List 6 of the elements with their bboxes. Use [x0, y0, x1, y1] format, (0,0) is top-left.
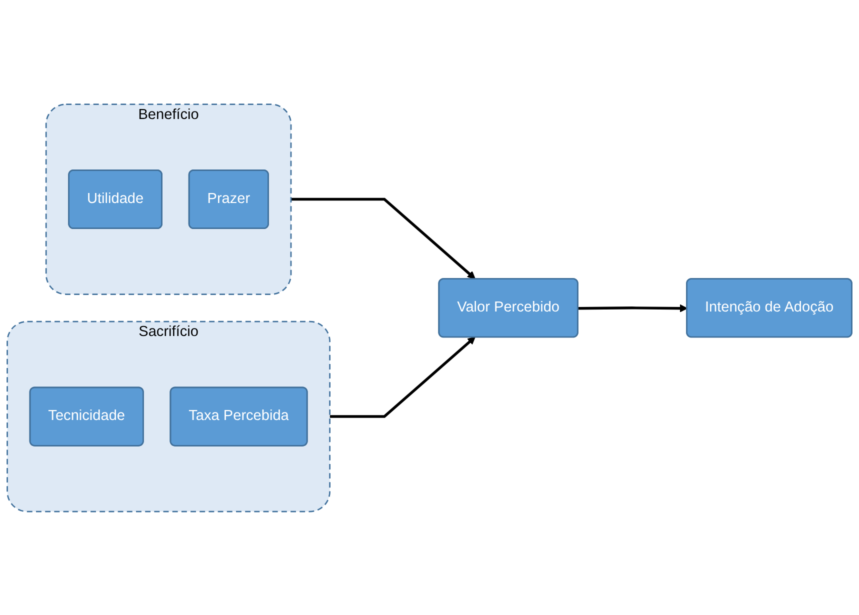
process-box: Taxa Percebida — [170, 386, 308, 446]
process-box: Utilidade — [68, 169, 162, 229]
process-box: Prazer — [188, 169, 269, 229]
process-box: Tecnicidade — [29, 386, 144, 446]
process-box: Intenção de Adoção — [686, 278, 852, 338]
process-box: Valor Percebido — [438, 278, 578, 338]
